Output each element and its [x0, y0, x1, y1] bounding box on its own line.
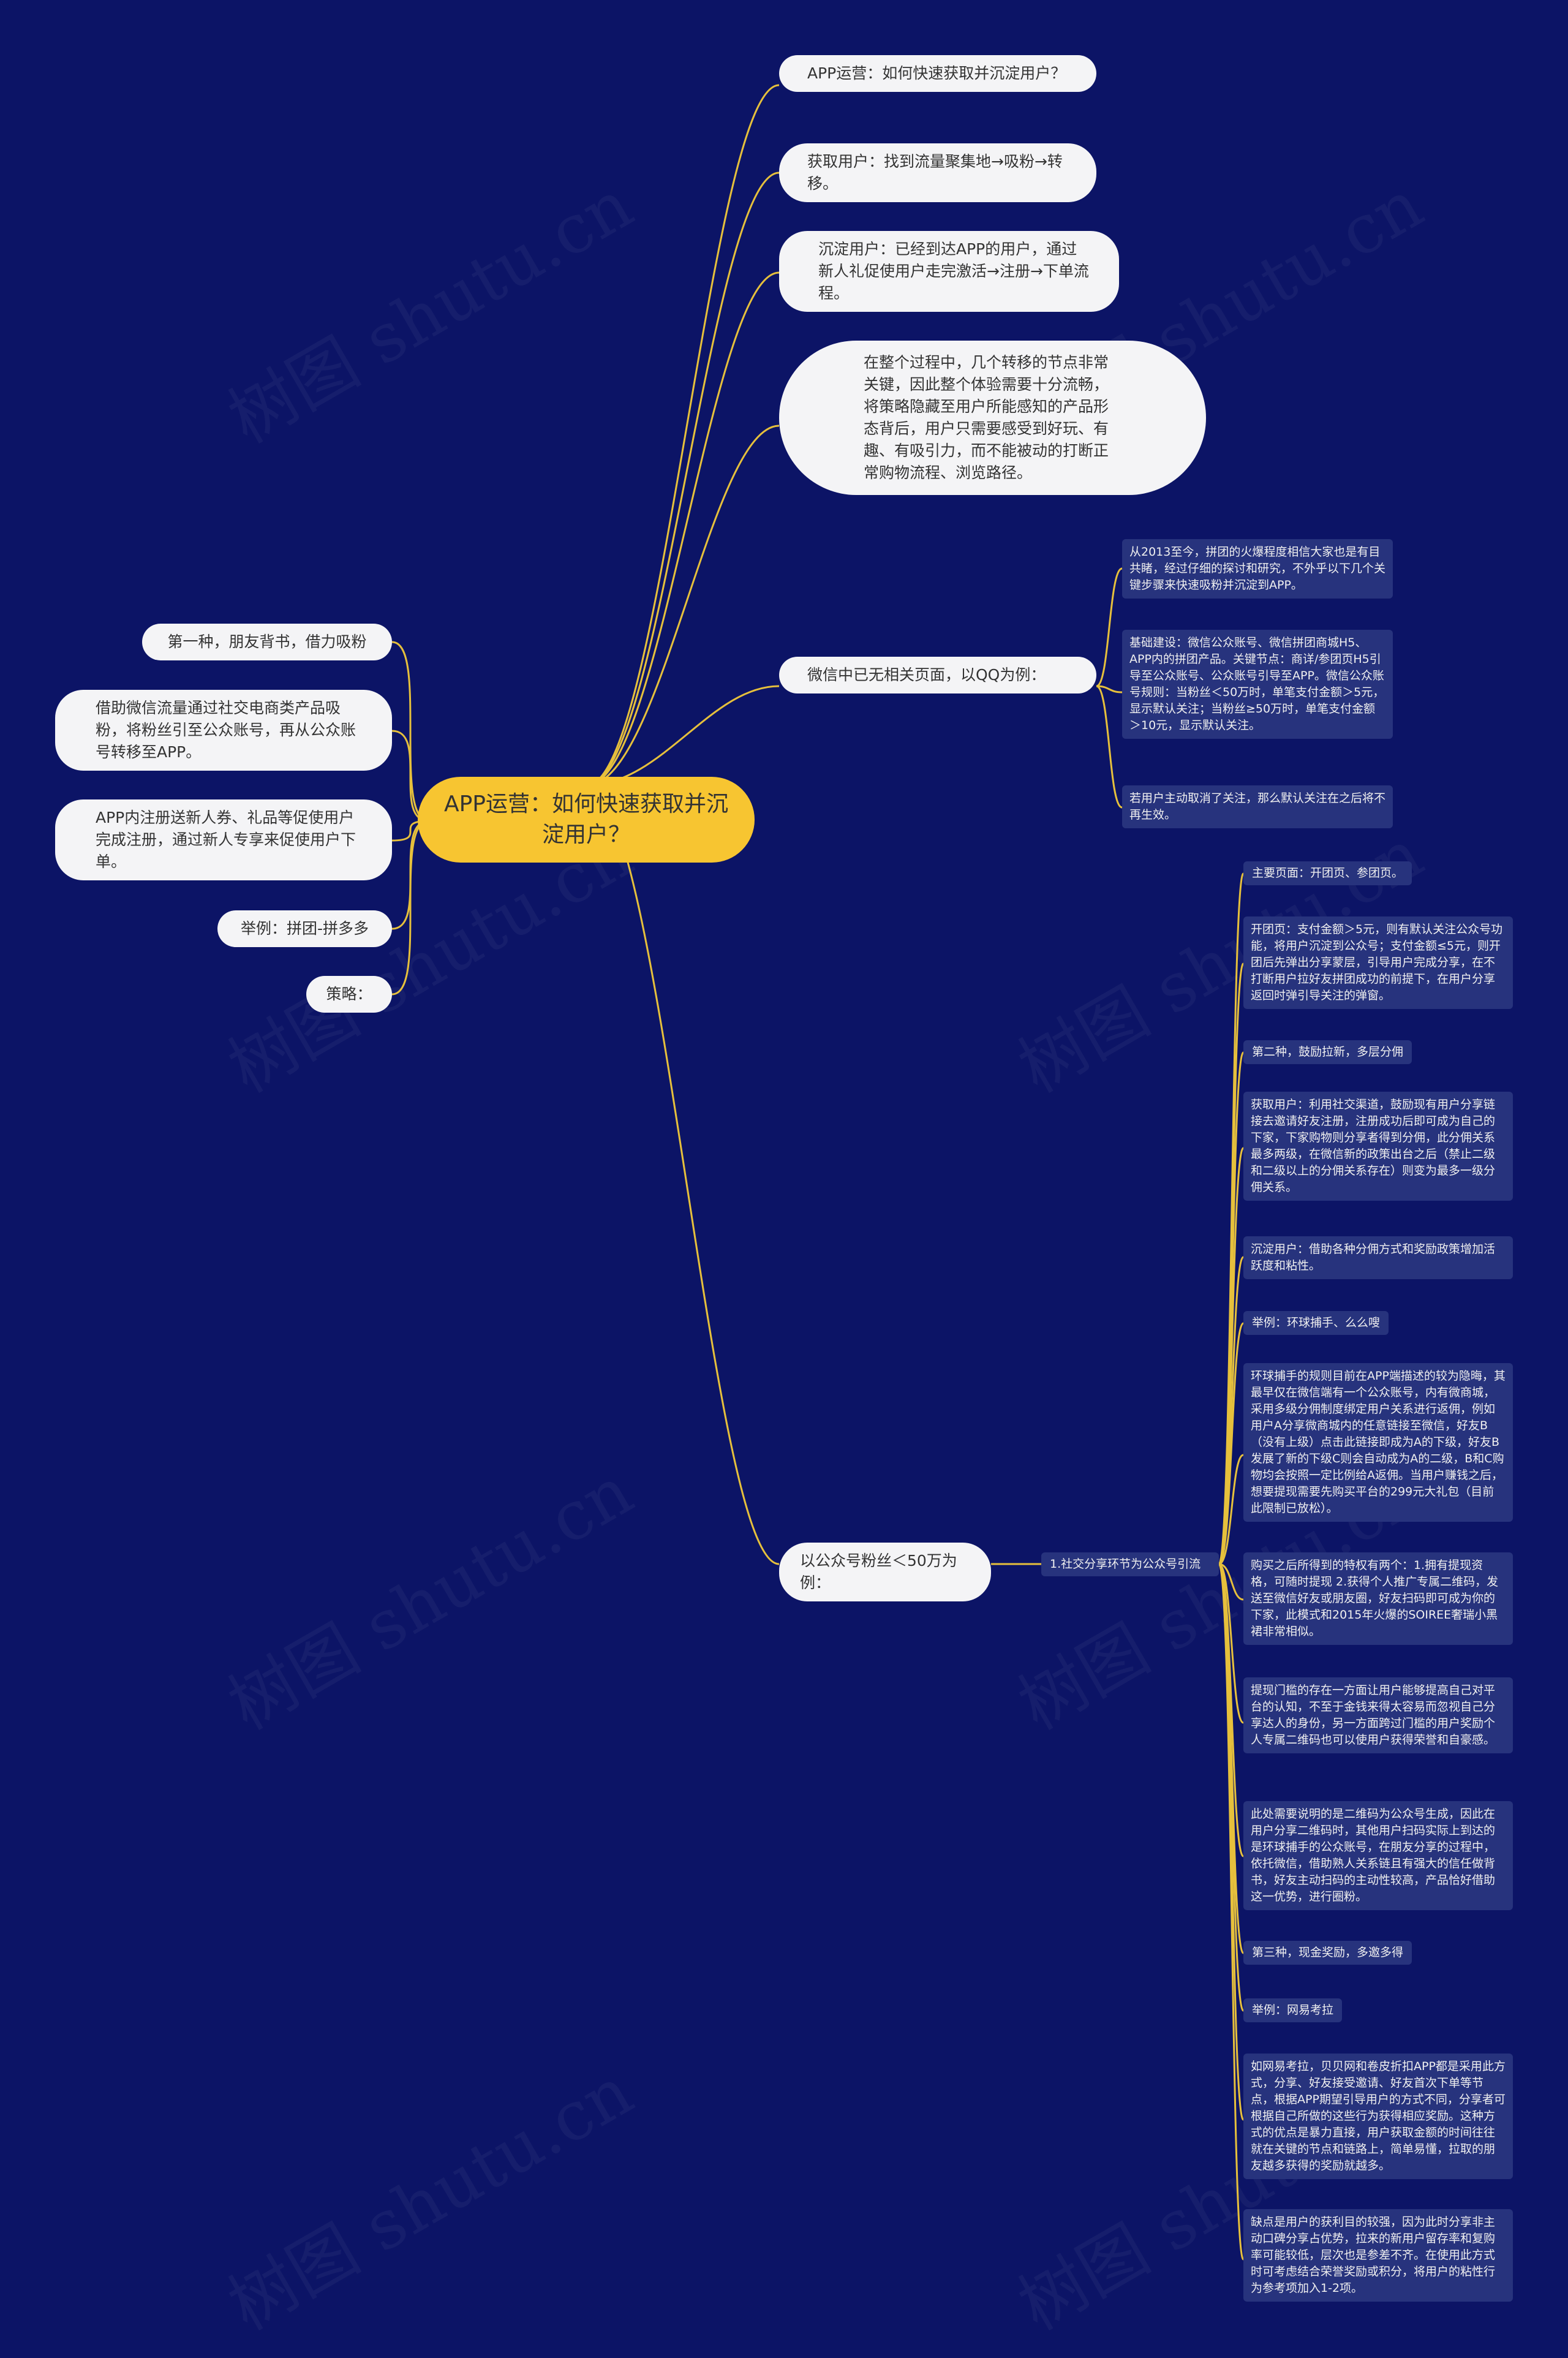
detail-box[interactable]: 第二种，鼓励拉新，多层分佣 [1243, 1040, 1412, 1064]
detail-box[interactable]: 沉淀用户：借助各种分佣方式和奖励政策增加活跃度和粘性。 [1243, 1236, 1513, 1279]
topic-node[interactable]: 获取用户：找到流量聚集地→吸粉→转移。 [779, 143, 1096, 202]
detail-box[interactable]: 基础建设：微信公众账号、微信拼团商城H5、APP内的拼团产品。关键节点：商详/参… [1122, 630, 1393, 739]
topic-node[interactable]: APP内注册送新人券、礼品等促使用户完成注册，通过新人专享来促使用户下单。 [55, 799, 392, 880]
detail-box[interactable]: 主要页面：开团页、参团页。 [1243, 861, 1412, 885]
detail-box[interactable]: 第三种，现金奖励，多邀多得 [1243, 1941, 1412, 1965]
wechat-branch-node[interactable]: 微信中已无相关页面，以QQ为例： [779, 657, 1096, 693]
topic-node[interactable]: 第一种，朋友背书，借力吸粉 [142, 624, 392, 660]
topic-node[interactable]: 在整个过程中，几个转移的节点非常关键，因此整个体验需要十分流畅，将策略隐藏至用户… [779, 341, 1206, 495]
topic-node[interactable]: 借助微信流量通过社交电商类产品吸粉，将粉丝引至公众账号，再从公众账号转移至APP… [55, 690, 392, 771]
detail-box[interactable]: 如网易考拉，贝贝网和卷皮折扣APP都是采用此方式，分享、好友接受邀请、好友首次下… [1243, 2054, 1513, 2179]
root-node[interactable]: APP运营：如何快速获取并沉淀用户？ [418, 777, 755, 863]
detail-box[interactable]: 开团页：支付金额＞5元，则有默认关注公众号功能，将用户沉淀到公众号；支付金额≤5… [1243, 916, 1513, 1009]
detail-box[interactable]: 提现门槛的存在一方面让用户能够提高自己对平台的认知，不至于金钱来得太容易而忽视自… [1243, 1677, 1513, 1753]
detail-box[interactable]: 举例：网易考拉 [1243, 1998, 1343, 2022]
detail-box[interactable]: 获取用户：利用社交渠道，鼓励现有用户分享链接去邀请好友注册，注册成功后即可成为自… [1243, 1092, 1513, 1201]
gzh-sub-label[interactable]: 1.社交分享环节为公众号引流 [1041, 1552, 1219, 1576]
detail-box[interactable]: 举例：环球捕手、么么嗖 [1243, 1311, 1389, 1335]
topic-node[interactable]: 举例：拼团-拼多多 [217, 910, 392, 947]
topic-node[interactable]: 策略： [306, 976, 392, 1013]
gzh-branch-node[interactable]: 以公众号粉丝＜50万为例： [779, 1543, 991, 1601]
detail-box[interactable]: 从2013至今，拼团的火爆程度相信大家也是有目共睹，经过仔细的探讨和研究，不外乎… [1122, 539, 1393, 599]
detail-box[interactable]: 若用户主动取消了关注，那么默认关注在之后将不再生效。 [1122, 785, 1393, 828]
detail-box[interactable]: 购买之后所得到的特权有两个：1.拥有提现资格，可随时提现 2.获得个人推广专属二… [1243, 1552, 1513, 1645]
topic-node[interactable]: APP运营：如何快速获取并沉淀用户？ [779, 55, 1096, 92]
topic-node[interactable]: 沉淀用户：已经到达APP的用户，通过新人礼促使用户走完激活→注册→下单流程。 [779, 231, 1119, 312]
detail-box[interactable]: 此处需要说明的是二维码为公众号生成，因此在用户分享二维码时，其他用户扫码实际上到… [1243, 1801, 1513, 1910]
detail-box[interactable]: 环球捕手的规则目前在APP端描述的较为隐晦，其最早仅在微信端有一个公众账号，内有… [1243, 1363, 1513, 1522]
detail-box[interactable]: 缺点是用户的获利目的较强，因为此时分享非主动口碑分享占优势，拉来的新用户留存率和… [1243, 2209, 1513, 2302]
